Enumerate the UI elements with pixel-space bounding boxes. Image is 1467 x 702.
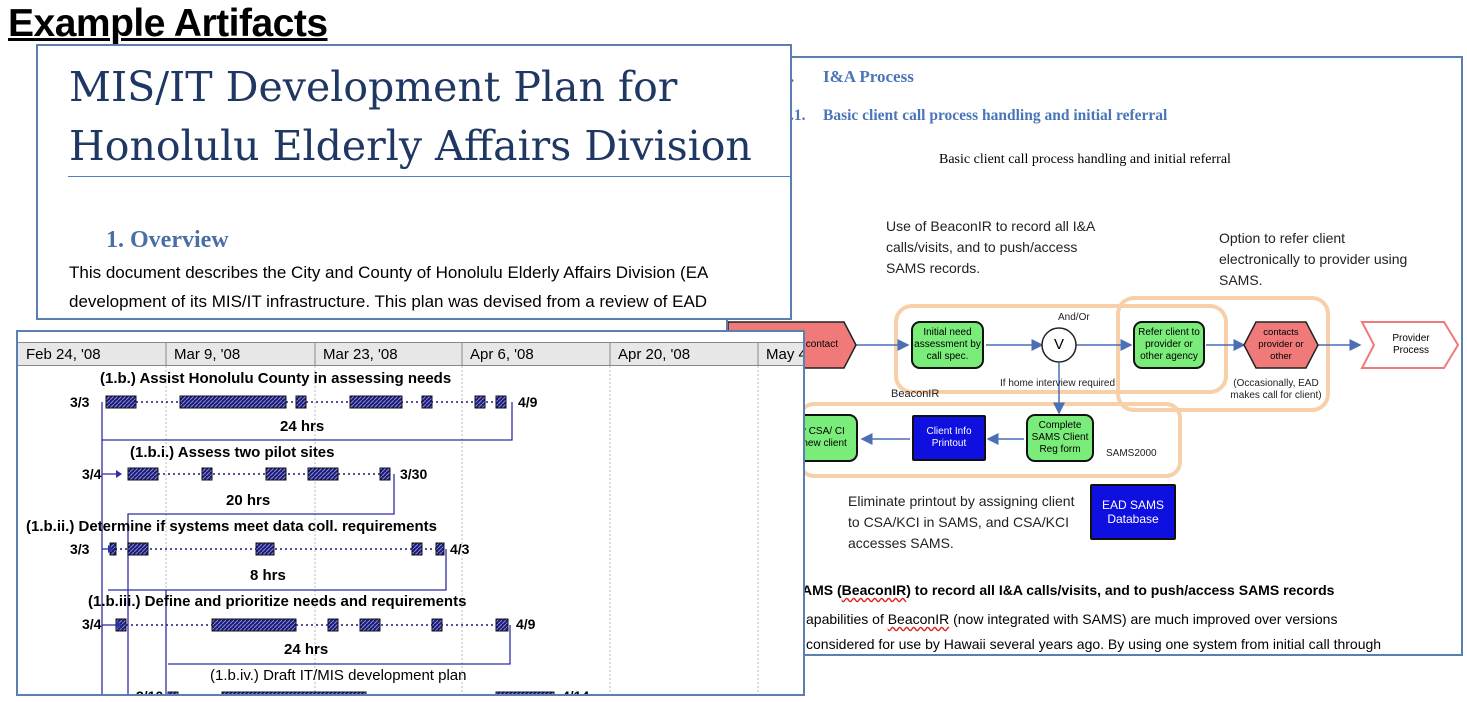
beaconir-label: BeaconIR [891, 388, 940, 400]
sams-section-heading: AMS (BeaconIR) to record all I&A calls/v… [802, 582, 1334, 598]
gantt-task-end-1b: 4/9 [518, 394, 538, 410]
gantt-task-hours-1bii: 8 hrs [250, 567, 286, 584]
sams2000-label: SAMS2000 [1106, 448, 1157, 459]
client-contacts-provider-node [1243, 321, 1319, 369]
gantt-timescale-header: Feb 24, '08 Mar 9, '08 Mar 23, '08 Apr 6… [18, 342, 805, 366]
gantt-task-name-1biv: (1.b.iv.) Draft IT/MIS development plan [210, 667, 467, 684]
client-contacts-provider-label: Client contacts provider or other agency [1258, 324, 1304, 366]
gantt-bars [101, 342, 759, 694]
gantt-task-start-1bii: 3/3 [70, 541, 90, 557]
sams-heading-link: BeaconIR [841, 582, 907, 598]
and-or-node [1041, 327, 1077, 363]
occasionally-label: (Occasionally, EAD makes call for client… [1230, 378, 1322, 401]
sams-body-line2: considered for use by Hawaii several yea… [806, 636, 1382, 652]
gantt-chart: Feb 24, '08 Mar 9, '08 Mar 23, '08 Apr 6… [16, 330, 805, 696]
gantt-task-start-1biv: 3/10 [136, 688, 164, 696]
gantt-date-1: Mar 9, '08 [174, 346, 241, 363]
sams-body-suffix: (now integrated with SAMS) are much impr… [949, 611, 1338, 627]
gantt-task-hours-1biii: 24 hrs [284, 641, 329, 658]
sams-body-line1: apabilities of BeaconIR (now integrated … [806, 611, 1337, 627]
gantt-date-4: Apr 20, '08 [618, 346, 691, 363]
and-or-symbol: V [1053, 336, 1064, 353]
note-eliminate: Eliminate printout by assigning client t… [848, 493, 1075, 551]
plan-title: MIS/IT Development Plan for Honolulu Eld… [69, 58, 752, 176]
gantt-date-0: Feb 24, '08 [26, 346, 101, 363]
ead-sams-database-node: EAD SAMS Database [1090, 484, 1176, 540]
sams-heading-suffix: ) to record all I&A calls/visits, and to… [906, 582, 1335, 598]
plan-body-line2: development of its MIS/IT infrastructure… [69, 292, 708, 311]
gantt-task-name-1biii: (1.b.iii.) Define and prioritize needs a… [88, 593, 467, 610]
gantt-date-2: Mar 23, '08 [323, 346, 398, 363]
plan-title-line2: Honolulu Elderly Affairs Division [69, 122, 752, 170]
plan-body-line1: This document describes the City and Cou… [69, 263, 709, 282]
note-refer: Option to refer client electronically to… [1219, 230, 1408, 288]
section-number: . [790, 67, 795, 86]
figure-caption: Basic client call process handling and i… [939, 152, 1231, 167]
callout-refer-region [1116, 296, 1330, 412]
client-contact-label: nt contact [794, 339, 838, 350]
gantt-task-hours-1bi: 20 hrs [226, 492, 271, 509]
overview-heading: 1. Overview [106, 227, 229, 253]
gantt-task-name-1bi: (1.b.i.) Assess two pilot sites [130, 444, 335, 461]
gantt-date-5: May 4 [766, 346, 805, 363]
gantt-task-start-1bi: 3/4 [82, 466, 102, 482]
gantt-task-start-1b: 3/3 [70, 394, 90, 410]
sams-heading-prefix: AMS ( [802, 582, 842, 598]
sams-body-link: BeaconIR [887, 611, 950, 627]
process-document: . I&A Process .1. Basic client call proc… [726, 56, 1463, 656]
gantt-task-name-1bii: (1.b.ii.) Determine if systems meet data… [26, 518, 437, 535]
client-info-printout-node: Client Info Printout [912, 415, 986, 461]
gantt-task-end-1biii: 4/9 [516, 616, 536, 632]
title-rule [68, 176, 790, 177]
gantt-task-end-1bi: 3/30 [400, 466, 428, 482]
subsection-heading: Basic client call process handling and i… [823, 107, 1168, 124]
gantt-task-end-1biv: 4/14 [562, 688, 590, 696]
provider-process-label: Provider Process [1392, 333, 1430, 356]
slide-title: Example Artifacts [8, 2, 328, 45]
note-beaconir: Use of BeaconIR to record all I&A calls/… [886, 218, 1095, 276]
gantt-date-3: Apr 6, '08 [470, 346, 534, 363]
subsection-number: .1. [790, 107, 806, 124]
section-heading: I&A Process [823, 67, 914, 86]
home-interview-label: If home interview required [1000, 378, 1116, 389]
refer-client-node: Refer client to provider or other agency [1133, 321, 1205, 369]
provider-process-node [1360, 321, 1460, 369]
plan-document: MIS/IT Development Plan for Honolulu Eld… [36, 44, 792, 320]
and-or-label: And/Or [1058, 312, 1090, 323]
gantt-task-end-1bii: 4/3 [450, 541, 470, 557]
process-flowchart [728, 296, 1460, 478]
gantt-task-name-1b: (1.b.) Assist Honolulu County in assessi… [100, 370, 452, 387]
gantt-task-start-1biii: 3/4 [82, 616, 102, 632]
gantt-task-hours-1b: 24 hrs [280, 418, 325, 435]
sams-body-prefix: apabilities of [806, 611, 888, 627]
plan-title-line1: MIS/IT Development Plan for [69, 63, 678, 111]
complete-sams-node: Complete SAMS Client Reg form [1026, 414, 1094, 462]
initial-need-node: Initial need assessment by call spec. [911, 321, 984, 369]
callout-beaconir-region [894, 304, 1228, 394]
